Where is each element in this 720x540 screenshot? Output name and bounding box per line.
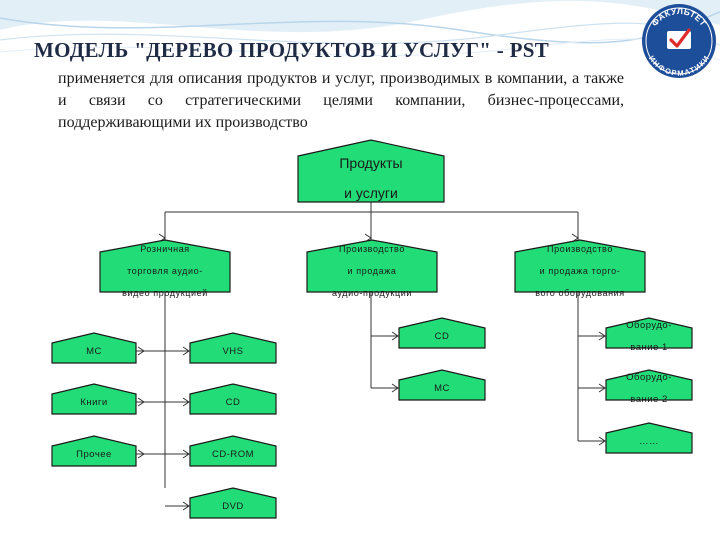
leaf-node — [51, 332, 137, 364]
leaf-node — [605, 369, 693, 401]
leaf-node — [189, 383, 277, 415]
leaf-node — [189, 487, 277, 519]
leaf-arrow — [137, 397, 145, 407]
leaf-arrow — [598, 331, 606, 341]
leaf-arrow — [598, 436, 606, 446]
leaf-arrow — [391, 383, 399, 393]
leaf-arrow — [182, 501, 190, 511]
leaf-arrow — [391, 331, 399, 341]
leaf-node — [398, 369, 486, 401]
leaf-node — [605, 317, 693, 349]
leaf-node — [51, 435, 137, 467]
leaf-arrow — [182, 397, 190, 407]
branch-node — [99, 239, 231, 293]
leaf-arrow — [137, 346, 145, 356]
root-node — [297, 139, 445, 203]
checkmark-screen-icon — [667, 28, 691, 49]
leaf-node — [189, 435, 277, 467]
branch-node — [514, 239, 646, 293]
page-description: применяется для описания продуктов и усл… — [58, 70, 624, 131]
faculty-logo: ФАКУЛЬТЕТ ИНФОРМАТИКИ — [640, 2, 718, 80]
leaf-node — [51, 383, 137, 415]
page-title: МОДЕЛЬ "ДЕРЕВО ПРОДУКТОВ И УСЛУГ" - PST — [34, 38, 550, 62]
leaf-arrow — [137, 449, 145, 459]
leaf-node — [398, 317, 486, 349]
branch-node — [306, 239, 438, 293]
leaf-arrow — [598, 383, 606, 393]
leaf-arrow — [182, 449, 190, 459]
leaf-arrow — [182, 346, 190, 356]
leaf-node — [189, 332, 277, 364]
leaf-node — [605, 422, 693, 454]
